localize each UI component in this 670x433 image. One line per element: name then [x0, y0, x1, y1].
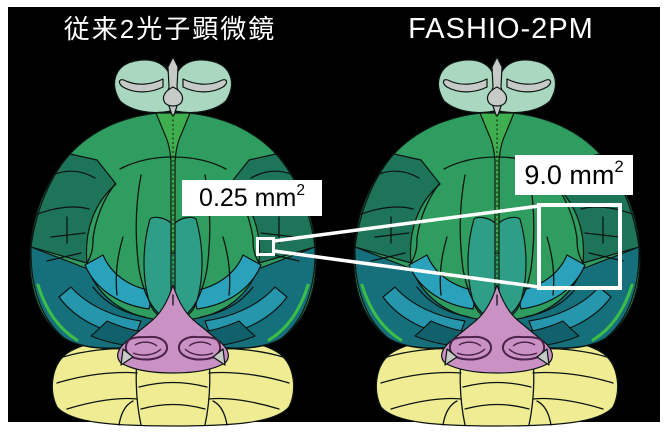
- roi-area-value-large: 9.0 mm: [524, 159, 615, 190]
- zoom-connector-lines: [273, 204, 540, 289]
- panel-title-fashio2pm: FASHIO-2PM: [408, 13, 594, 45]
- panel-title-conventional: 従来2光子顕微鏡: [63, 14, 277, 44]
- roi-area-value-small: 0.25 mm: [199, 183, 297, 212]
- mouse-brain-atlas-right: [354, 57, 640, 426]
- roi-large-box: [537, 203, 622, 290]
- roi-small-box: [256, 237, 275, 256]
